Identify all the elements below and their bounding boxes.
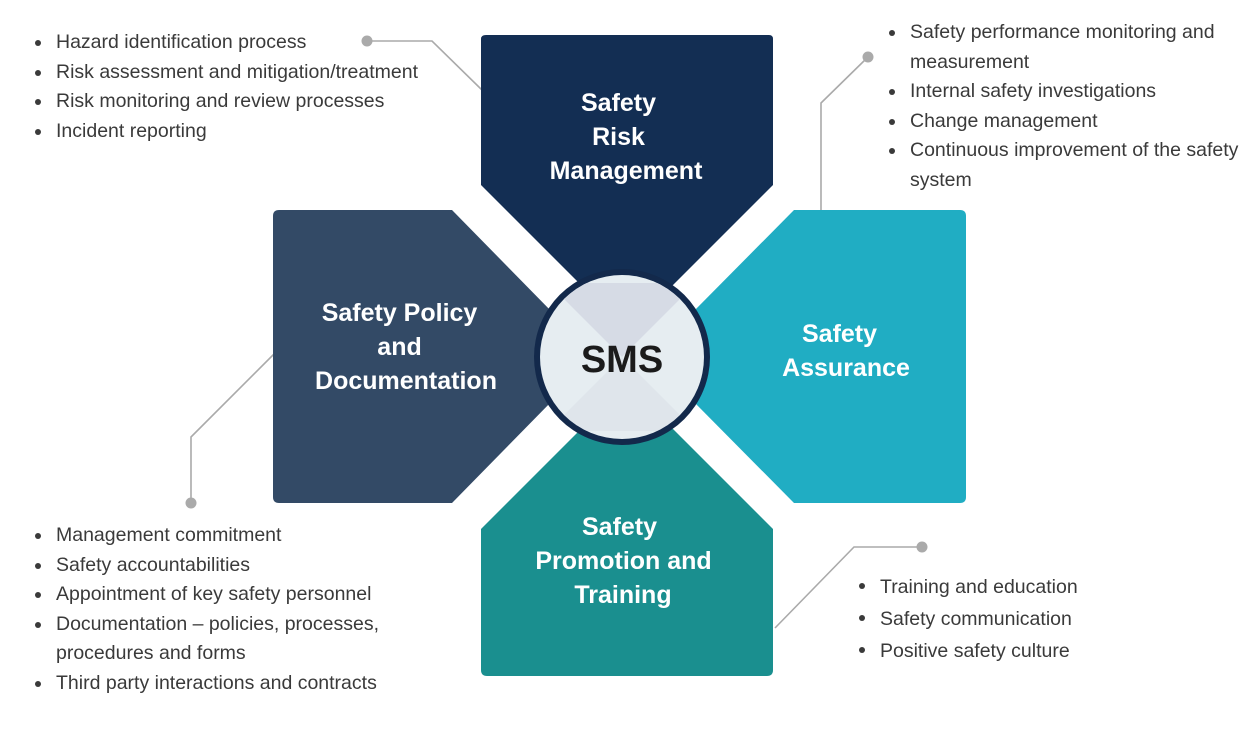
connector-dot-policy — [185, 497, 197, 509]
pillar-risk-title: Safety Risk Management — [550, 89, 703, 185]
pillar-risk-shape — [481, 35, 773, 288]
list-item: Appointment of key safety personnel — [30, 580, 460, 610]
pillar-policy-shape — [273, 210, 553, 503]
pillar-promotion-title-line: Training — [574, 581, 671, 609]
list-item: Risk assessment and mitigation/treatment — [30, 58, 450, 88]
pillar-policy-title-line: and — [377, 333, 421, 361]
pillar-promotion-title-line: Promotion and — [535, 547, 711, 575]
list-item: Third party interactions and contracts — [30, 669, 460, 699]
promotion-bullet-list: Training and education Safety communicat… — [854, 571, 1234, 667]
pillar-assurance-title: Safety Assurance — [782, 320, 910, 382]
list-item: Safety accountabilities — [30, 551, 460, 581]
assurance-bullet-list: Safety performance monitoring and measur… — [884, 18, 1244, 195]
list-item: Incident reporting — [30, 117, 450, 147]
pillar-promotion-title-line: Safety — [582, 513, 657, 541]
pillar-assurance-title-line: Safety — [802, 320, 877, 348]
pillar-risk-title-line: Safety — [581, 89, 656, 117]
list-item: Hazard identification process — [30, 28, 450, 58]
list-item: Documentation – policies, processes, pro… — [30, 610, 460, 669]
connector-promotion — [774, 546, 922, 629]
connector-dot-assurance — [862, 51, 874, 63]
policy-bullet-list: Management commitment Safety accountabil… — [30, 521, 460, 698]
list-item: Management commitment — [30, 521, 460, 551]
center-label: SMS — [581, 339, 663, 381]
pillar-assurance-title-line: Assurance — [782, 354, 910, 382]
pillar-policy-title: Safety Policy and Documentation — [315, 299, 497, 395]
connector-risk — [367, 40, 483, 91]
pillar-promotion-title: Safety Promotion and Training — [535, 513, 718, 609]
center-quadrant-top — [548, 283, 696, 357]
connector-dot-promotion — [916, 541, 928, 553]
pillar-assurance-shape — [692, 210, 966, 503]
list-item: Safety performance monitoring and measur… — [884, 18, 1244, 77]
pillar-policy-title-line: Documentation — [315, 367, 497, 395]
list-item: Training and education — [854, 571, 1234, 603]
center-quadrants — [548, 283, 696, 431]
list-item: Safety communication — [854, 603, 1234, 635]
connector-dots — [185, 35, 928, 553]
center-quadrant-bottom — [548, 357, 696, 431]
list-item: Positive safety culture — [854, 635, 1234, 667]
connector-assurance — [820, 56, 869, 210]
pillar-policy-title-line: Safety Policy — [322, 299, 478, 327]
pillar-risk-title-line: Risk — [592, 123, 645, 151]
connectors — [190, 40, 922, 629]
pillar-risk-title-line: Management — [550, 157, 703, 185]
list-item: Risk monitoring and review processes — [30, 87, 450, 117]
connector-dot-risk — [361, 35, 373, 47]
list-item: Change management — [884, 107, 1244, 137]
risk-bullet-list: Hazard identification process Risk asses… — [30, 28, 450, 146]
list-item: Internal safety investigations — [884, 77, 1244, 107]
list-item: Continuous improvement of the safety sys… — [884, 136, 1244, 195]
connector-policy — [190, 351, 277, 503]
pillar-promotion-shape — [481, 426, 773, 676]
